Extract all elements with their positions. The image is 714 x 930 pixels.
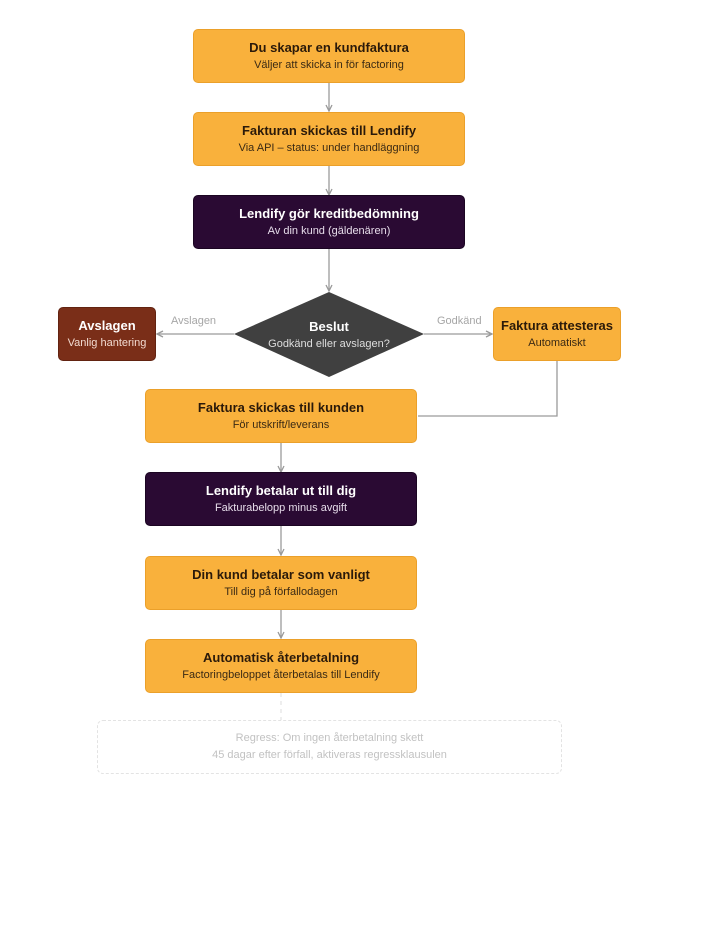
edge-label-approved: Godkänd xyxy=(437,315,482,327)
node-customer-pays: Din kund betalar som vanligt Till dig på… xyxy=(145,556,417,610)
node-title: Lendify gör kreditbedömning xyxy=(239,206,419,221)
node-send-to-lendify: Fakturan skickas till Lendify Via API – … xyxy=(193,112,465,166)
regress-note: Regress: Om ingen återbetalning skett 45… xyxy=(97,720,562,774)
node-send-to-customer: Faktura skickas till kunden För utskrift… xyxy=(145,389,417,443)
node-subtitle: För utskrift/leverans xyxy=(232,419,330,431)
node-title: Du skapar en kundfaktura xyxy=(249,40,409,55)
regress-note-line1: Regress: Om ingen återbetalning skett xyxy=(235,732,424,744)
node-rejected: Avslagen Vanlig hantering xyxy=(58,307,156,361)
node-approved: Faktura attesteras Automatiskt xyxy=(493,307,621,361)
node-title: Automatisk återbetalning xyxy=(202,650,360,665)
edge-label-rejected: Avslagen xyxy=(171,315,217,327)
node-title: Din kund betalar som vanligt xyxy=(192,567,370,582)
node-subtitle: Via API – status: under handläggning xyxy=(238,142,420,154)
node-repayment: Automatisk återbetalning Factoringbelopp… xyxy=(145,639,417,693)
node-subtitle: Automatiskt xyxy=(528,337,586,349)
node-title: Lendify betalar ut till dig xyxy=(205,483,357,498)
node-subtitle: Till dig på förfallodagen xyxy=(224,586,338,598)
node-subtitle: Väljer att skicka in för factoring xyxy=(254,59,404,71)
node-title: Fakturan skickas till Lendify xyxy=(241,123,417,138)
node-create-invoice: Du skapar en kundfaktura Väljer att skic… xyxy=(193,29,465,83)
node-subtitle: Fakturabelopp minus avgift xyxy=(214,502,348,514)
edge-approved-to-send-customer xyxy=(418,361,558,417)
node-credit-check: Lendify gör kreditbedömning Av din kund … xyxy=(193,195,465,249)
node-title: Avslagen xyxy=(78,318,136,333)
regress-note-line2: 45 dagar efter förfall, aktiveras regres… xyxy=(212,749,447,761)
node-subtitle: Factoringbeloppet återbetalas till Lendi… xyxy=(182,669,380,681)
node-title: Faktura skickas till kunden xyxy=(197,400,365,415)
node-subtitle: Av din kund (gäldenären) xyxy=(267,225,391,237)
node-subtitle: Vanlig hantering xyxy=(67,337,147,349)
decision-diamond xyxy=(234,292,424,377)
node-payout: Lendify betalar ut till dig Fakturabelop… xyxy=(145,472,417,526)
node-title: Faktura attesteras xyxy=(501,318,613,333)
